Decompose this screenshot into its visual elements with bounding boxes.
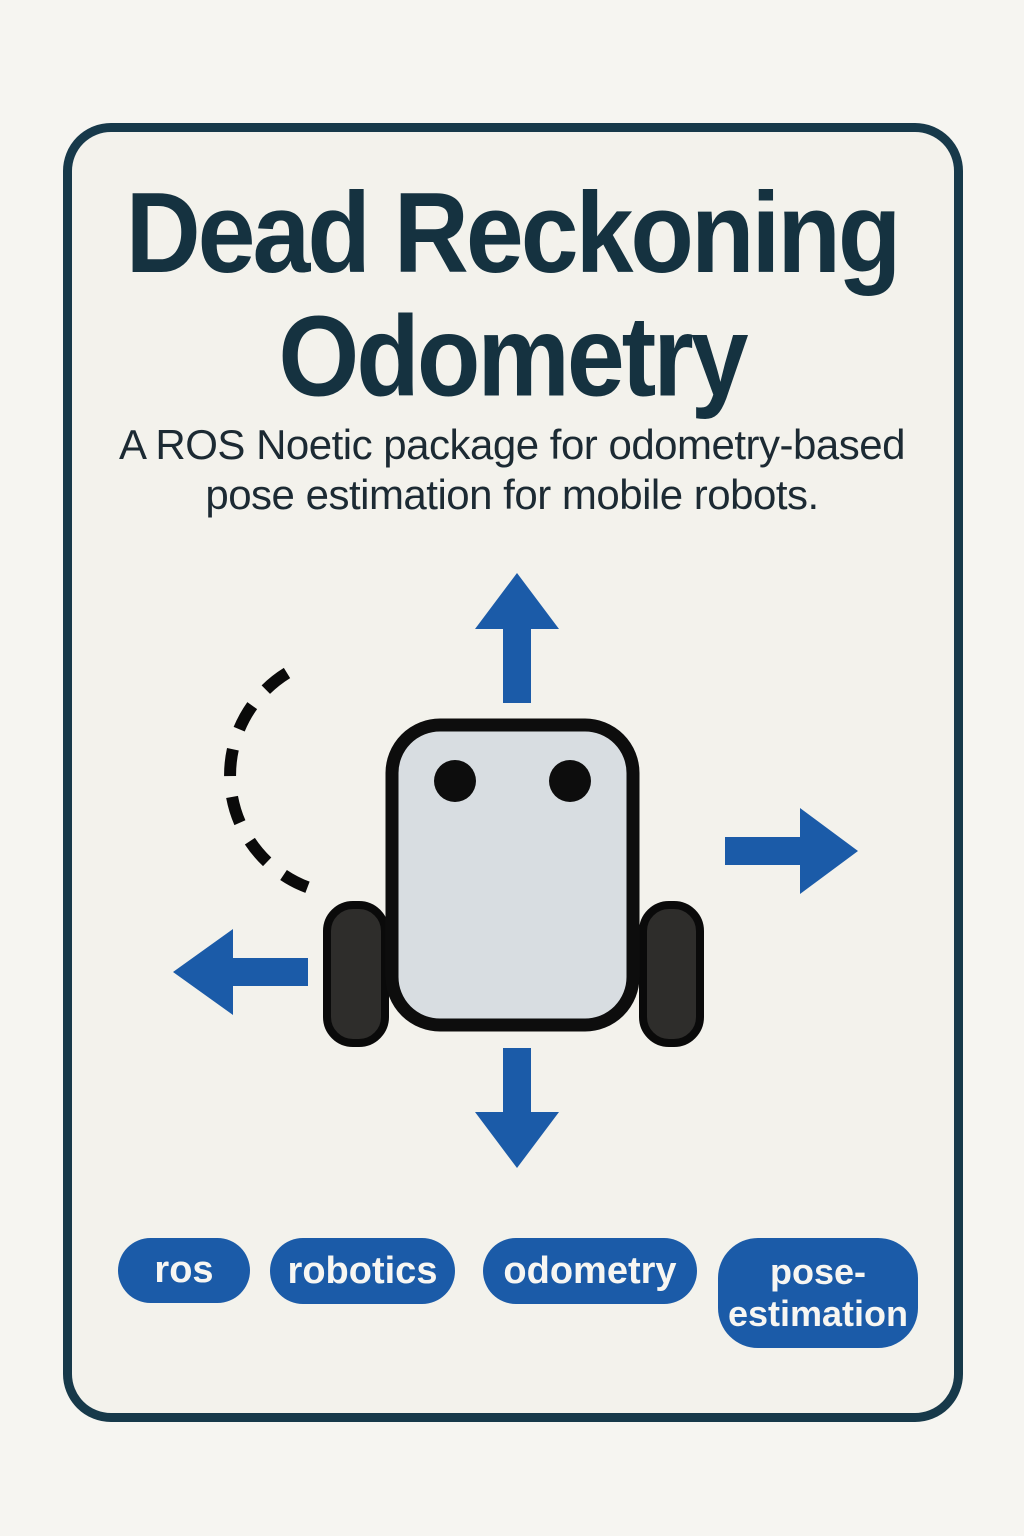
tag-robotics: robotics <box>270 1238 455 1304</box>
arrow-down-icon <box>475 1048 559 1168</box>
robot-body <box>385 718 640 1032</box>
robot-eye-left <box>434 760 476 802</box>
robot-wheel-right <box>639 901 704 1047</box>
arrow-up-icon <box>475 573 559 703</box>
tag-odometry: odometry <box>483 1238 697 1304</box>
rotation-arc-icon <box>224 667 325 898</box>
page-subtitle-text: A ROS Noetic package for odometry-based … <box>119 421 905 519</box>
page-title: Dead Reckoning Odometry <box>125 169 902 421</box>
arrow-left-icon <box>173 929 308 1015</box>
tag-pose-estimation: pose-estimation <box>718 1238 918 1348</box>
tag-ros: ros <box>118 1238 250 1303</box>
page-subtitle: A ROS Noetic package for odometry-based … <box>112 420 912 521</box>
robot-wheel-left <box>323 901 389 1047</box>
robot-eye-right <box>549 760 591 802</box>
robot-illustration <box>173 573 858 1168</box>
arrow-right-icon <box>725 808 858 894</box>
